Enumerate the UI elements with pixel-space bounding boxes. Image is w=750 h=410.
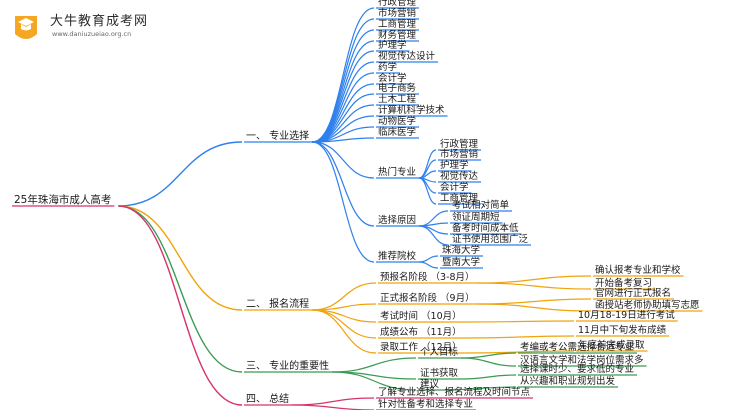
child-node[interactable]: 录取工作 （12月）: [380, 341, 462, 353]
child-node[interactable]: 土木工程: [378, 93, 417, 105]
child-connector: [292, 404, 375, 410]
child-node[interactable]: 针对性备考和选择专业: [378, 398, 473, 410]
branch-connector: [118, 205, 243, 406]
child-connector: [312, 141, 375, 179]
leaf-node[interactable]: 考试相对简单: [452, 199, 510, 211]
child-node[interactable]: 电子商务: [378, 82, 417, 94]
child-connector: [312, 40, 375, 143]
leaf-connector: [477, 298, 592, 305]
child-connector: [312, 141, 375, 227]
child-node[interactable]: 建议: [420, 378, 440, 390]
child-connector: [312, 72, 375, 143]
leaf-connector: [464, 335, 575, 339]
leaf-node[interactable]: 11月中下旬发布成绩: [578, 324, 667, 336]
child-node[interactable]: 推荐院校: [378, 250, 417, 262]
child-node[interactable]: 预报名阶段 （3-8月）: [380, 271, 475, 283]
branch-connector: [118, 205, 243, 311]
leaf-node[interactable]: 工商管理: [440, 192, 479, 204]
leaf-node[interactable]: 开始备考复习: [595, 277, 652, 289]
child-connector: [312, 141, 375, 263]
leaf-node[interactable]: 市场营销: [440, 148, 479, 160]
leaf-connector: [418, 225, 449, 246]
leaf-node[interactable]: 珠海大学: [442, 244, 480, 256]
leaf-node[interactable]: 从兴趣和职业规划出发: [520, 375, 616, 387]
child-node[interactable]: 财务管理: [378, 29, 417, 41]
child-node[interactable]: 工商管理: [378, 18, 417, 30]
leaf-node[interactable]: 会计学: [440, 181, 469, 193]
child-node[interactable]: 热门专业: [378, 166, 416, 178]
leaf-node[interactable]: 10月18-19日进行考试: [578, 309, 675, 321]
child-node[interactable]: 药学: [378, 61, 397, 73]
leaf-connector: [477, 275, 592, 284]
branch-node-2[interactable]: 二、 报名流程: [246, 297, 309, 310]
child-node[interactable]: 证书获取: [420, 368, 459, 379]
child-node[interactable]: 视觉传达设计: [378, 50, 436, 62]
child-connector: [312, 309, 377, 339]
leaf-connector: [419, 222, 449, 227]
leaf-connector: [477, 282, 592, 290]
child-connector: [312, 282, 377, 311]
child-node[interactable]: 临床医学: [378, 126, 416, 138]
branch-node-1[interactable]: 一、 专业选择: [246, 129, 309, 142]
child-node[interactable]: 市场营销: [378, 7, 417, 19]
child-node[interactable]: 个人目标: [420, 346, 459, 358]
leaf-node[interactable]: 视觉传达: [440, 170, 479, 182]
branch-connector: [118, 141, 243, 207]
branch-node-3[interactable]: 三、 专业的重要性: [246, 359, 329, 372]
leaf-node[interactable]: 证书使用范围广泛: [452, 233, 529, 245]
child-connector: [312, 137, 375, 143]
leaf-connector: [464, 350, 575, 354]
child-connector: [292, 397, 375, 406]
leaf-connector: [418, 261, 439, 269]
child-connector: [332, 357, 417, 373]
leaf-connector: [477, 303, 592, 312]
child-connector: [312, 50, 375, 143]
branch-node-4[interactable]: 四、 总结: [246, 392, 289, 405]
logo-title: 大牛教育成考网: [50, 14, 149, 29]
leaf-node[interactable]: 领证周期短: [452, 211, 500, 223]
logo-url: www.daniuzueiao.org.cn: [52, 30, 132, 38]
child-node[interactable]: 动物医学: [378, 115, 416, 127]
leaf-node[interactable]: 考编或考公需选择合适专业: [520, 341, 634, 353]
leaf-connector: [461, 374, 517, 380]
child-node[interactable]: 计算机科学技术: [378, 104, 445, 116]
leaf-node[interactable]: 选择课时少、要求低的专业: [520, 363, 634, 375]
leaf-node[interactable]: 函授站老师协助填写志愿: [595, 299, 700, 311]
leaf-node[interactable]: 年底前完成录取: [578, 339, 645, 351]
branch-connector: [118, 205, 243, 373]
child-connector: [332, 371, 417, 391]
child-node[interactable]: 成绩公布 （11月）: [380, 326, 462, 338]
leaf-connector: [461, 357, 517, 367]
leaf-connector: [418, 177, 437, 205]
leaf-node[interactable]: 确认报考专业和学校: [595, 264, 681, 276]
child-node[interactable]: 行政管理: [378, 0, 417, 8]
child-connector: [312, 309, 377, 354]
site-logo[interactable]: 大牛教育成考网 www.daniuzueiao.org.cn: [6, 6, 196, 50]
leaf-node[interactable]: 行政管理: [440, 138, 479, 150]
child-node[interactable]: 选择原因: [378, 214, 416, 226]
leaf-node[interactable]: 暨南大学: [442, 256, 480, 268]
leaf-node[interactable]: 官网进行正式报名: [595, 287, 671, 299]
graduation-cap-icon: [15, 16, 37, 39]
leaf-node[interactable]: 备考时间成本低: [452, 222, 519, 234]
child-node[interactable]: 了解专业选择、报名流程及时间节点: [378, 386, 531, 398]
leaf-connector: [461, 352, 517, 359]
child-node[interactable]: 会计学: [378, 72, 407, 84]
child-node[interactable]: 护理学: [378, 39, 407, 51]
leaf-node[interactable]: 汉语言文学和法学岗位需求多: [520, 354, 644, 366]
child-node[interactable]: 正式报名阶段 （9月）: [380, 292, 475, 304]
leaf-connector: [418, 255, 439, 263]
leaf-connector: [442, 386, 517, 391]
leaf-connector: [464, 320, 575, 323]
leaf-node[interactable]: 护理学: [440, 159, 469, 171]
child-node[interactable]: 考试时间 （10月）: [380, 310, 462, 322]
root-node[interactable]: 25年珠海市成人高考: [14, 193, 111, 206]
leaf-connector: [418, 210, 449, 227]
